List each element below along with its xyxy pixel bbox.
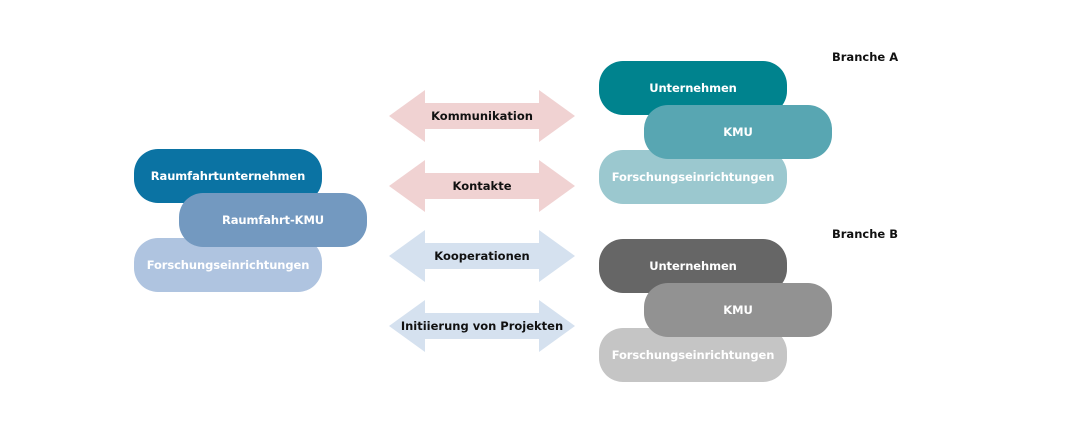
double-arrow-icon: [389, 300, 575, 352]
pill-forschungseinrichtungen: Forschungseinrichtungen: [134, 238, 322, 292]
pill-branche-b-forschungseinrichtungen: Forschungseinrichtungen: [599, 328, 787, 382]
branche-a-title: Branche A: [832, 50, 899, 64]
double-arrow-icon: [389, 160, 575, 212]
pill-label: Raumfahrtunternehmen: [150, 169, 306, 183]
pill-branche-b-kmu: KMU: [644, 283, 832, 337]
pill-label: Forschungseinrichtungen: [146, 258, 310, 272]
pill-label: Raumfahrt-KMU: [221, 213, 325, 227]
arrow-kommunikation: Kommunikation: [389, 90, 575, 142]
arrow-kontakte: Kontakte: [389, 160, 575, 212]
pill-branche-a-forschungseinrichtungen: Forschungseinrichtungen: [599, 150, 787, 204]
branche-b-title: Branche B: [832, 227, 898, 241]
arrow-label: Kommunikation: [431, 109, 533, 123]
pill-label: Forschungseinrichtungen: [611, 170, 775, 184]
double-arrow-icon: [389, 230, 575, 282]
arrow-label: Kooperationen: [434, 249, 530, 263]
pill-label: KMU: [723, 303, 753, 317]
arrow-label: Kontakte: [452, 179, 512, 193]
pill-raumfahrt-kmu: Raumfahrt-KMU: [179, 193, 367, 247]
arrow-label: Initiierung von Projekten: [400, 319, 564, 333]
arrow-initiierung-von-projekten: Initiierung von Projekten: [389, 300, 575, 352]
double-arrow-icon: [389, 90, 575, 142]
pill-label: Forschungseinrichtungen: [611, 348, 775, 362]
pill-branche-a-kmu: KMU: [644, 105, 832, 159]
pill-label: Unternehmen: [649, 81, 737, 95]
arrow-kooperationen: Kooperationen: [389, 230, 575, 282]
pill-label: KMU: [723, 125, 753, 139]
pill-label: Unternehmen: [649, 259, 737, 273]
